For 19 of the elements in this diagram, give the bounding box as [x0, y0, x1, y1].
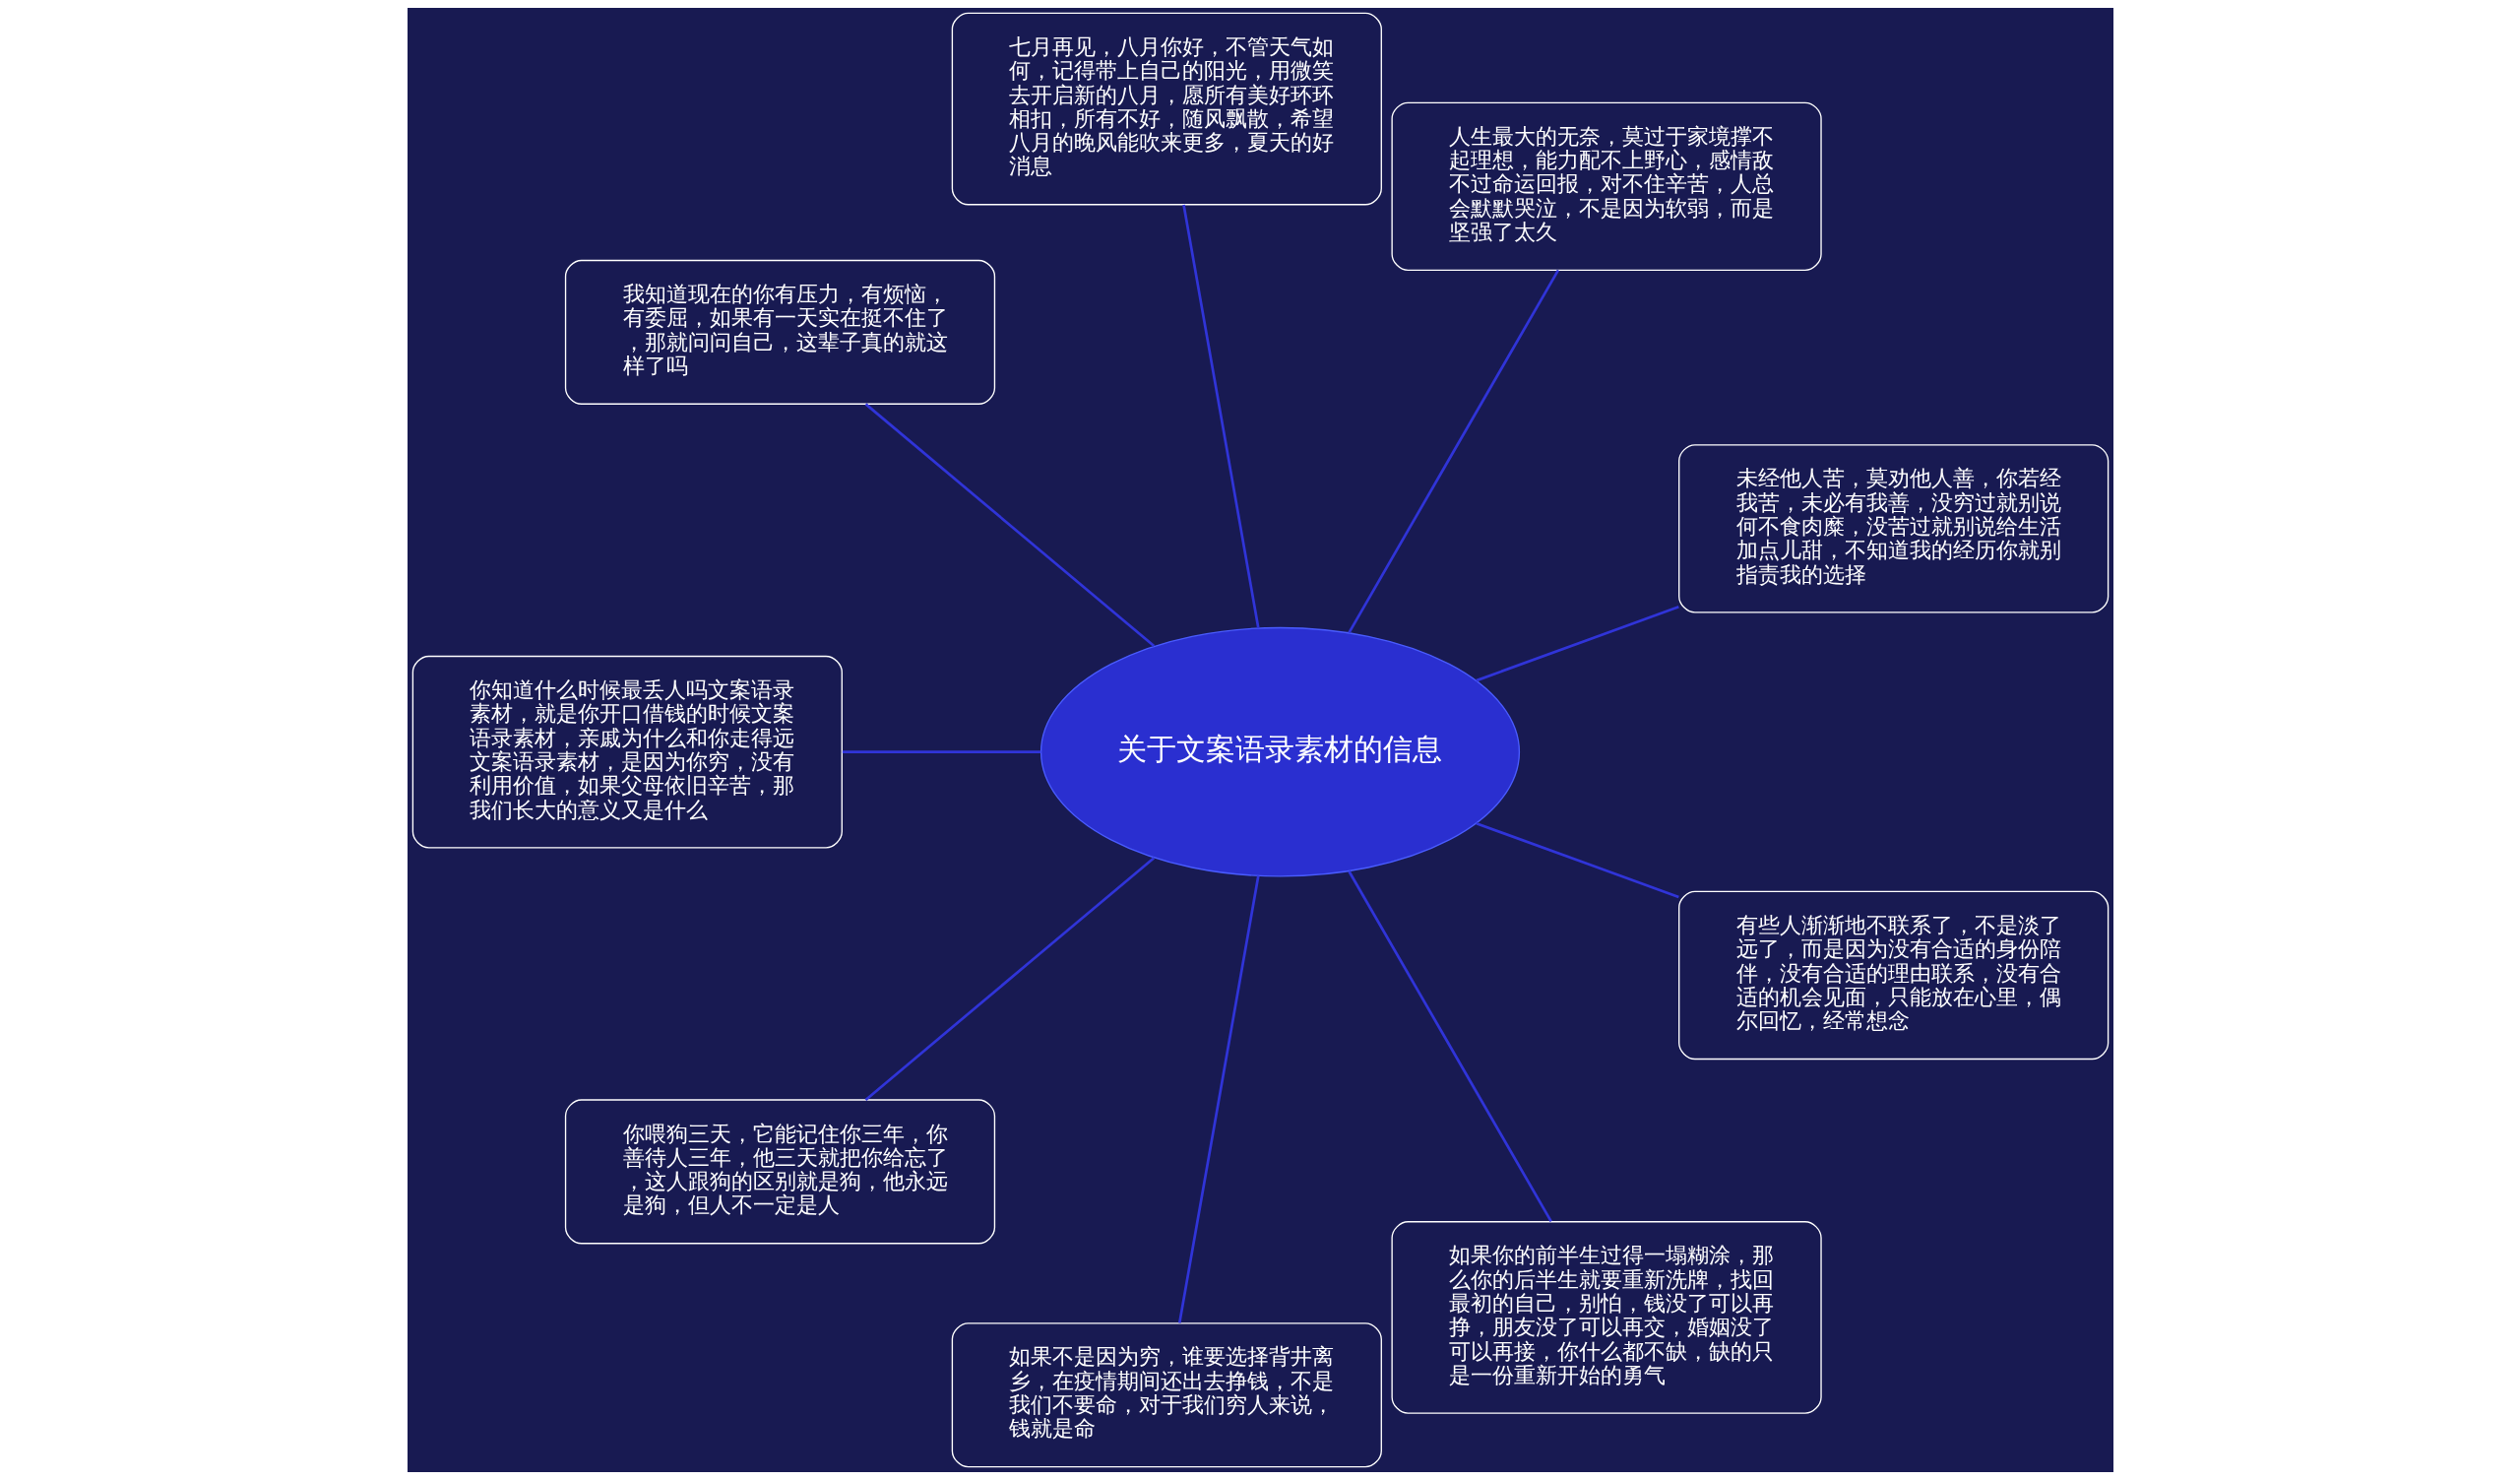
node-box: 人生最大的无奈，莫过于家境撑不起理想，能力配不上野心，感情敌不过命运回报，对不住辛苦，人总会默默哭泣，不是因为软弱，而是坚强了太久 — [1390, 101, 1822, 272]
node-box: 未经他人苦，莫劝他人善，你若经我苦，未必有我善，没穷过就别说何不食肉糜，没苦过就别说给生活加点儿甜，不知道我的经历你就别指责我的选择 — [1677, 444, 2109, 613]
connector — [1347, 870, 1552, 1223]
connector — [864, 857, 1155, 1101]
connector — [864, 403, 1155, 648]
node-box: 七月再见，八月你好，不管天气如何，记得带上自己的阳光，用微笑去开启新的八月，愿所有美好环环相扣，所有不好，随风飘散，希望八月的晚风能吹来更多，夏天的好消息 — [951, 12, 1382, 206]
connector — [1181, 204, 1260, 628]
connector — [1347, 269, 1559, 634]
node-box: 如果你的前半生过得一塌糊涂，那么你的后半生就要重新洗牌，找回最初的自己，别怕，钱没了可以再挣，朋友没了可以再交，婚姻没了可以再接，你什么都不缺，缺的只是一份重新开始的勇气 — [1390, 1221, 1822, 1414]
node-box: 有些人渐渐地不联系了，不是淡了远了，而是因为没有合适的身份陪伴，没有合适的理由联系，没有合适的机会见面，只能放在心里，偶尔回忆，经常想念 — [1677, 890, 2109, 1061]
node-box: 你知道什么时候最丢人吗文案语录素材，就是你开口借钱的时候文案语录素材，亲戚为什么和你走得远文案语录素材，是因为你穷，没有利用价值，如果父母依旧辛苦，那我们长大的意义又是什么 — [411, 655, 843, 849]
connector — [1475, 606, 1679, 682]
connector — [1475, 821, 1679, 899]
node-ellipse: 关于文案语录素材的信息 — [1040, 626, 1520, 877]
node-box: 你喂狗三天，它能记住你三年，你善待人三年，他三天就把你给忘了，这人跟狗的区别就是狗，他永远是狗，但人不一定是人 — [564, 1099, 995, 1245]
connector — [842, 750, 1040, 753]
connector — [1177, 875, 1260, 1323]
node-box: 我知道现在的你有压力，有烦恼，有委屈，如果有一天实在挺不住了，那就问问自己，这辈子真的就这样了吗 — [564, 259, 995, 405]
node-box: 如果不是因为穷，谁要选择背井离乡，在疫情期间还出去挣钱，不是我们不要命，对于我们穷人来说，钱就是命 — [951, 1322, 1382, 1468]
